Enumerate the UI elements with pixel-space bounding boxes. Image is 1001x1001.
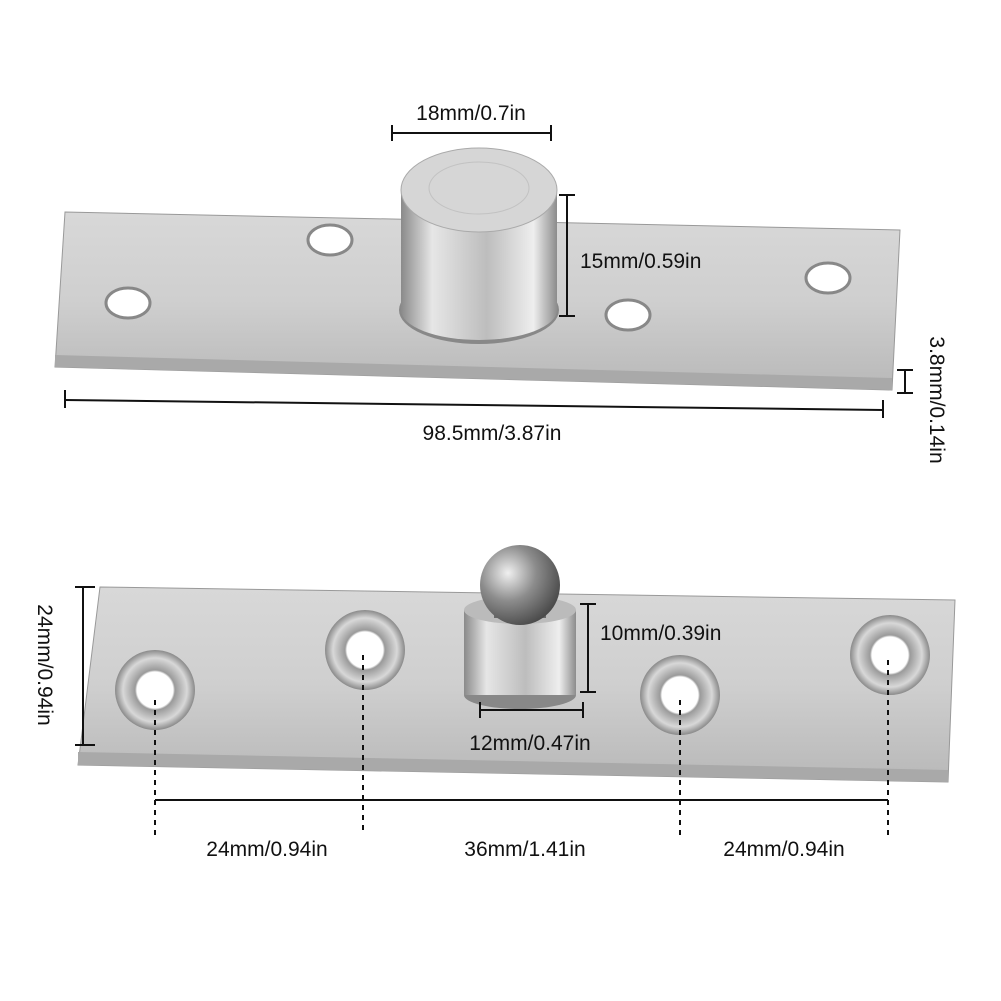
bottom-pin — [464, 545, 576, 709]
bottom-hinge-part — [77, 545, 956, 783]
hole-spacing-label-2: 36mm/1.41in — [464, 838, 585, 861]
countersunk-hole — [115, 650, 195, 730]
bottom-pin-height-label: 10mm/0.39in — [600, 622, 721, 645]
bottom-dimension-lines — [75, 586, 889, 835]
plate-length-label: 98.5mm/3.87in — [423, 422, 562, 445]
top-hole — [604, 298, 652, 332]
bottom-pin-diameter-label: 12mm/0.47in — [469, 732, 590, 755]
bottom-plate-edge — [78, 752, 948, 782]
top-hole — [804, 261, 852, 295]
top-hole — [104, 286, 152, 320]
countersunk-hole — [325, 610, 405, 690]
top-plate-edge — [55, 355, 892, 390]
plate-thickness-label: 3.8mm/0.14in — [925, 336, 948, 463]
top-hinge-part — [54, 147, 901, 391]
countersunk-hole — [640, 655, 720, 735]
hole-spacing-label-1: 24mm/0.94in — [206, 838, 327, 861]
top-pin-height-label: 15mm/0.59in — [580, 250, 701, 273]
top-dimension-lines — [64, 125, 913, 418]
top-pin-cylinder — [399, 147, 559, 344]
top-pin-diameter-label: 18mm/0.7in — [416, 102, 526, 125]
countersunk-hole — [850, 615, 930, 695]
hole-spacing-label-3: 24mm/0.94in — [723, 838, 844, 861]
top-hole — [306, 223, 354, 257]
bottom-plate-width-label: 24mm/0.94in — [33, 604, 56, 725]
